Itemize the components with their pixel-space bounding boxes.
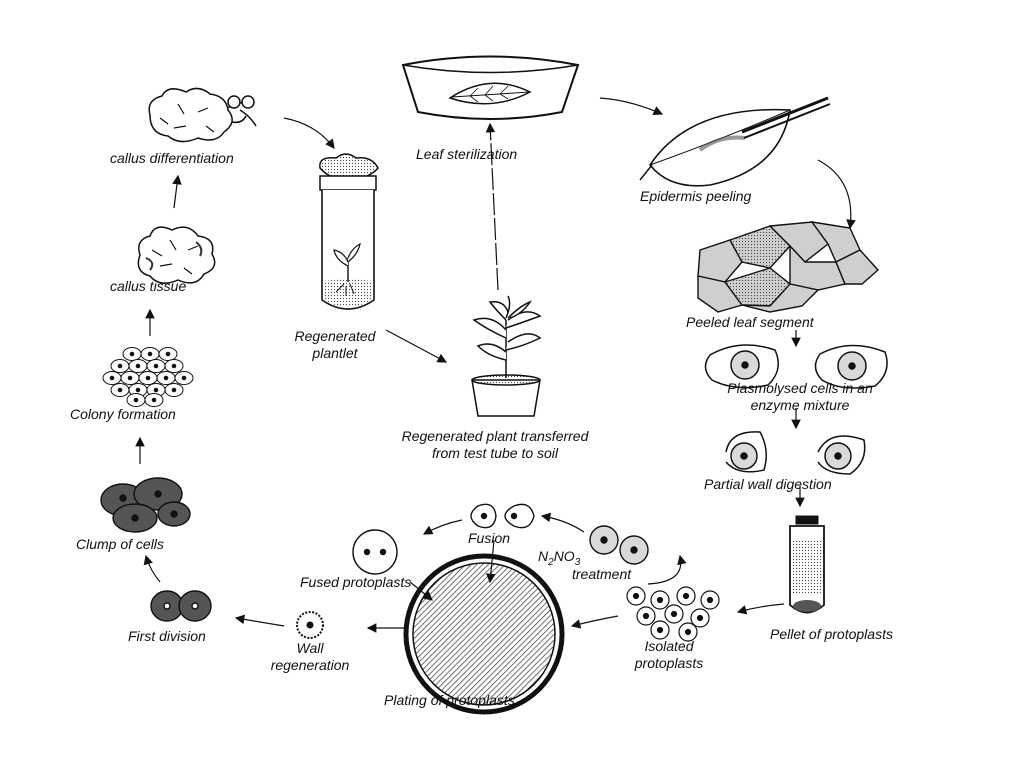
label-treatment: treatment [572,566,632,582]
colony-cell-nucleus [117,363,123,369]
colony-cell-nucleus [153,363,159,369]
colony-cell-nucleus [163,375,169,381]
label-plasmolysed-line1: Plasmolysed cells in an [727,380,873,396]
label-colony-formation: Colony formation [70,406,176,422]
label-transferred-line2: from test tube to soil [431,445,559,461]
clump-of-cells-illustration [100,477,191,533]
plantlet-tube-illustration [319,153,379,310]
label-regenerated-plantlet: Regenerated plantlet [270,328,400,362]
label-partial-wall-digestion: Partial wall digestion [704,476,832,492]
label-plant-transferred: Regenerated plant transferred from test … [340,428,650,462]
colony-cell-nucleus [171,363,177,369]
first-division-illustration [150,590,212,622]
colony-cell-nucleus [153,387,159,393]
plating-dish-illustration [403,553,565,715]
pellet-test-tube-illustration [789,515,825,614]
fusion-illustration [470,503,535,529]
colony-cell-nucleus [147,351,153,357]
label-nano3: N2NO3 [538,548,580,571]
epidermis-peeling-illustration [639,96,831,187]
label-wall-line2: regeneration [270,657,350,673]
label-epidermis-peeling: Epidermis peeling [640,188,752,204]
colony-cell-nucleus [109,375,115,381]
label-plasmolysed-line2: enzyme mixture [750,397,850,413]
colony-cell-nucleus [129,351,135,357]
colony-cell-nucleus [171,387,177,393]
label-leaf-sterilization: Leaf sterilization [416,146,518,162]
label-transferred-line1: Regenerated plant transferred [401,428,589,444]
label-regenerated-line2: plantlet [312,345,358,361]
label-isolated-line2: protoplasts [634,655,704,671]
nano3-n: N [538,548,549,564]
label-first-division: First division [128,628,206,644]
label-isolated-line1: Isolated [644,638,694,654]
colony-cell-nucleus [145,375,151,381]
nano3-protoplasts-illustration [589,525,649,565]
label-fused-protoplasts: Fused protoplasts [300,574,412,590]
nano3-no: NO [553,548,575,564]
plasmolysed-cells-illustration [704,344,888,389]
colony-cell-nucleus [181,375,187,381]
label-peeled-leaf-segment: Peeled leaf segment [686,314,814,330]
label-wall-regeneration: Wall regeneration [250,640,370,674]
colony-formation-illustration [102,347,194,407]
label-callus-differentiation: callus differentiation [110,150,234,166]
colony-cell-nucleus [117,387,123,393]
wall-regeneration-illustration [296,611,324,639]
fused-protoplast-illustration [352,529,398,575]
colony-cell-nucleus [133,397,139,403]
potted-plant-illustration [471,295,542,417]
callus-tissue-illustration [137,226,216,284]
label-fusion: Fusion [468,530,511,546]
isolated-protoplasts-illustration [626,586,720,642]
colony-cell-nucleus [151,397,157,403]
label-pellet-of-protoplasts: Pellet of protoplasts [770,626,893,642]
colony-cell-nucleus [127,375,133,381]
flow-arrows [135,97,856,633]
colony-cell-nucleus [135,363,141,369]
nano3-sub2: 2 [548,556,554,568]
peeled-leaf-segment-illustration [697,221,879,313]
label-plating-of-protoplasts: Plating of protoplasts [384,692,515,708]
label-plasmolysed-cells: Plasmolysed cells in an enzyme mixture [690,380,910,414]
label-callus-tissue: callus tissue [110,278,187,294]
label-regenerated-line1: Regenerated [294,328,376,344]
label-isolated-protoplasts: Isolated protoplasts [614,638,724,672]
callus-differentiation-illustration [148,87,257,143]
label-wall-line1: Wall [296,640,324,656]
colony-cell-nucleus [165,351,171,357]
partial-wall-digestion-illustration [725,431,866,475]
colony-cell-nucleus [135,387,141,393]
sterilization-dish-illustration [401,55,580,120]
label-clump-of-cells: Clump of cells [76,536,164,552]
nano3-sub3: 3 [574,556,581,568]
